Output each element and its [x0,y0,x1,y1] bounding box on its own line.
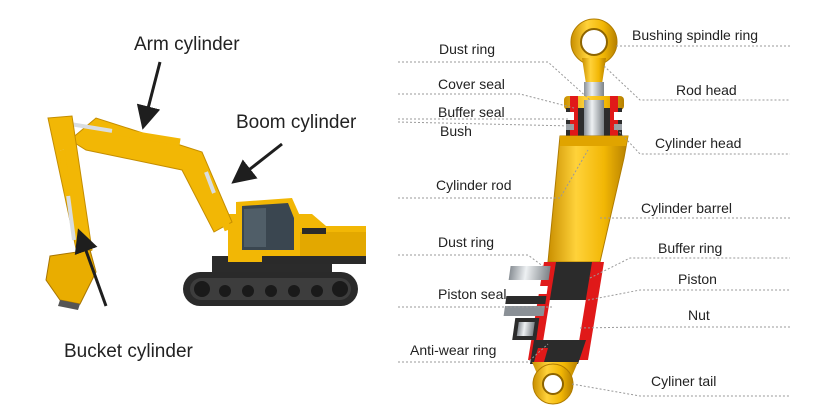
label-cylinder-head: Cylinder head [655,135,742,151]
label-rod-head: Rod head [676,82,737,98]
excavator-callout-arrows [74,61,283,307]
cylinder-head-shape [564,96,624,140]
label-dust-ring-top: Dust ring [439,41,496,57]
label-piston: Piston [678,271,717,287]
label-dust-ring-bottom: Dust ring [438,234,495,250]
label-buffer-ring: Buffer ring [658,240,723,256]
cylinder-tail-eye [532,362,578,405]
label-cylinder-rod: Cylinder rod [436,177,512,193]
label-buffer-seal: Buffer seal [438,104,505,120]
arrow-arm-cylinder [136,61,162,130]
cylinder-rod-shape [584,82,604,100]
leader-dust-ring-top [398,61,591,101]
label-arm-cylinder: Arm cylinder [134,34,240,55]
label-bucket-cylinder: Bucket cylinder [64,341,193,362]
label-bush: Bush [440,123,472,139]
label-anti-wear-ring: Anti-wear ring [410,342,497,358]
leader-cylinder-tail [571,383,790,397]
label-cover-seal: Cover seal [438,76,505,92]
label-cylinder-barrel: Cylinder barrel [641,200,733,216]
leader-rod-head [603,65,790,101]
excavator-boom-cylinder [202,170,232,232]
cylinder-barrel-shape [547,135,629,263]
leader-cylinder-head [613,125,790,155]
leader-piston [587,289,790,301]
label-nut: Nut [688,307,710,323]
rod-head-eye [570,18,618,84]
excavator-bucket-cylinder [59,149,76,241]
label-boom-cylinder: Boom cylinder [236,112,357,133]
excavator-boom [69,117,233,233]
cylinder-leader-lines [397,45,790,397]
excavator-illustration [45,115,366,310]
label-piston-seal: Piston seal [438,286,507,302]
leader-buffer-ring [589,257,790,279]
leader-bush [397,121,573,127]
leader-nut [579,326,790,329]
leader-dust-ring-bottom [398,254,549,271]
excavator-cab [236,198,300,256]
leader-cover-seal [398,93,575,109]
arrow-boom-cylinder [231,142,283,184]
label-bushing-spindle-ring: Bushing spindle ring [632,27,759,43]
excavator-tracks [183,272,358,306]
leader-anti-wear-ring [398,343,549,363]
cylinder-lower-cutaway [503,262,604,364]
arrow-bucket-cylinder [74,228,108,307]
leader-cylinder-rod [398,149,589,199]
excavator-arm-cylinder [69,122,181,146]
hydraulic-cylinder-illustration [503,18,629,405]
label-cylinder-tail: Cyliner tail [651,373,717,389]
